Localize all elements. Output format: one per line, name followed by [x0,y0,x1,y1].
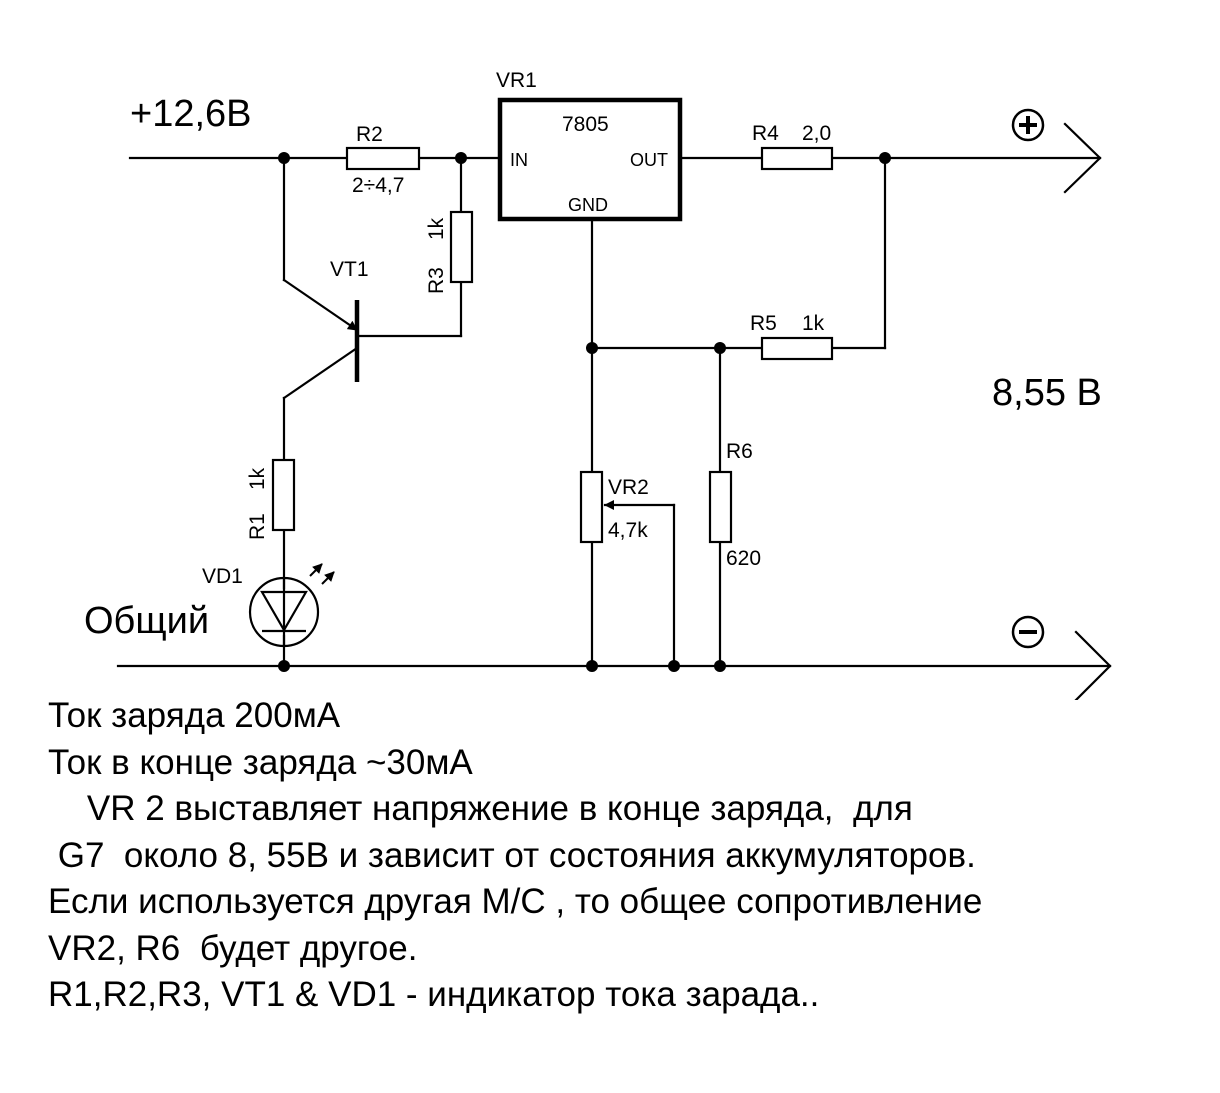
r6-label: R6 [726,440,753,463]
vr1-in-label: IN [510,150,528,170]
plus-terminal-icon [1011,108,1045,142]
note-line: Ток заряда 200мА [48,696,341,735]
note-line: VR2, R6 будет другое. [48,928,418,968]
led-vd1 [248,563,335,648]
r6-value: 620 [726,547,761,570]
vr1-out-label: OUT [630,150,668,170]
notes-block: Ток заряда 200мА Ток в конце заряда ~30м… [48,693,982,1019]
r5-value: 1k [802,312,825,335]
resistor-r2 [345,146,421,171]
r1-value: 1k [246,467,269,490]
r3-value: 1k [425,217,448,240]
common-label: Общий [84,600,209,642]
note-line: G7 около 8, 55В и зависит от состояния а… [48,835,976,875]
r2-value: 2÷4,7 [352,174,404,197]
vr1-gnd-label: GND [568,195,608,215]
r4-value: 2,0 [802,122,831,145]
vr2-value: 4,7k [608,519,648,542]
r1-label: R1 [246,513,269,540]
circuit-schematic: +12,6В Общий 8,55 В VR1 7805 IN OUT GND … [84,69,1112,700]
note-line: Если используется другая М/С , то общее … [48,882,983,921]
resistor-r5 [760,336,834,361]
note-line: R1,R2,R3, VT1 & VD1 - индикатор тока зар… [48,975,820,1014]
r4-label: R4 [752,122,779,145]
vd1-label: VD1 [202,565,243,588]
regulator-vr1 [497,97,683,222]
potentiometer-vr2 [579,470,604,544]
junction-dots [278,152,891,672]
input-voltage-label: +12,6В [130,93,252,135]
resistor-r1 [271,458,296,532]
vr2-label: VR2 [608,476,649,499]
resistor-r3 [449,210,474,284]
note-line: VR 2 выставляет напряжение в конце заряд… [48,789,913,828]
r5-label: R5 [750,312,777,335]
note-line: Ток в конце заряда ~30мА [48,742,473,782]
vr1-label: VR1 [496,69,537,92]
r3-label: R3 [425,267,448,294]
vt1-label: VT1 [330,258,369,281]
r2-label: R2 [356,123,383,146]
resistor-r4 [760,146,834,171]
vr1-part-label: 7805 [562,113,609,136]
minus-terminal-icon [1011,615,1045,649]
output-voltage-label: 8,55 В [992,372,1102,414]
resistor-r6 [708,470,733,544]
